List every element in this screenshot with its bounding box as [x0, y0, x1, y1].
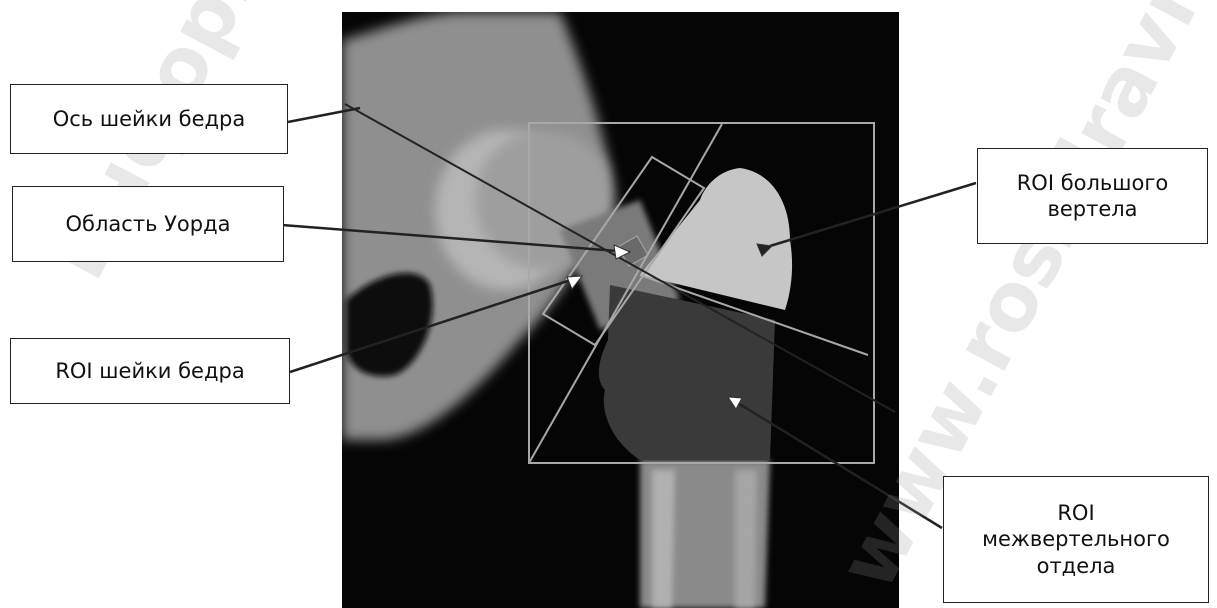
label-trochanter-roi-line2: вертела	[1047, 196, 1137, 222]
label-intertrochanteric-roi-line1: ROI	[1057, 500, 1094, 526]
label-intertrochanteric-roi-line3: отдела	[1037, 553, 1116, 579]
label-trochanter-roi: ROI большого вертела	[977, 148, 1208, 244]
label-neck-axis-text: Ось шейки бедра	[53, 106, 246, 132]
label-neck-roi-text: ROI шейки бедра	[55, 358, 244, 384]
label-neck-roi: ROI шейки бедра	[10, 338, 290, 404]
label-ward-area-text: Область Уорда	[66, 211, 231, 237]
label-intertrochanteric-roi: ROI межвертельного отдела	[943, 476, 1209, 603]
label-trochanter-roi-line1: ROI большого	[1017, 170, 1169, 196]
label-ward-area: Область Уорда	[12, 186, 284, 262]
label-intertrochanteric-roi-line2: межвертельного	[982, 526, 1170, 552]
label-neck-axis: Ось шейки бедра	[10, 84, 288, 154]
